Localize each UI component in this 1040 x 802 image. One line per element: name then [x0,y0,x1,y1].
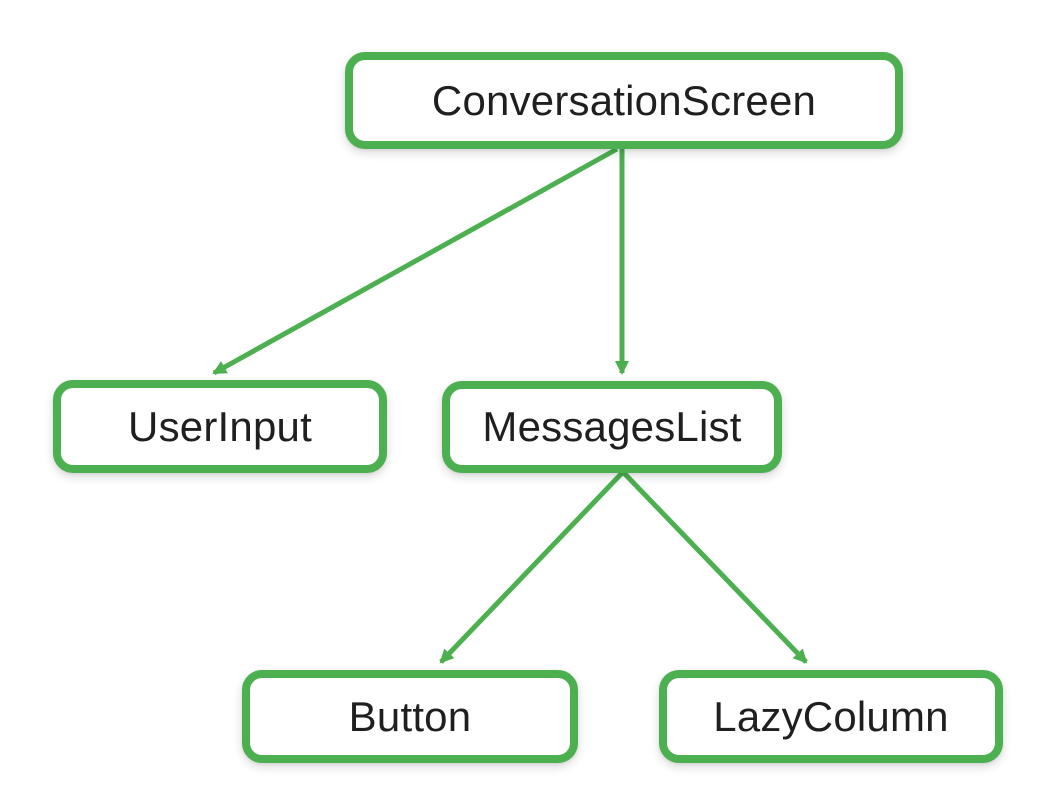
node-user-input-label: UserInput [128,402,312,450]
node-button-label: Button [348,692,472,740]
node-messages-list-label: MessagesList [482,403,742,450]
node-messages-list: MessagesList [442,381,782,473]
node-button: Button [242,670,578,763]
node-lazy-column-label: LazyColumn [713,692,949,740]
edge-messageslist-lazycolumn [621,470,808,664]
node-user-input: UserInput [53,380,387,473]
edge-conversationscreen-userinput [212,146,619,376]
node-lazy-column: LazyColumn [659,670,1003,763]
node-conversation-screen: ConversationScreen [345,52,903,149]
edge-messageslist-button [439,470,625,664]
node-conversation-screen-label: ConversationScreen [431,76,817,124]
